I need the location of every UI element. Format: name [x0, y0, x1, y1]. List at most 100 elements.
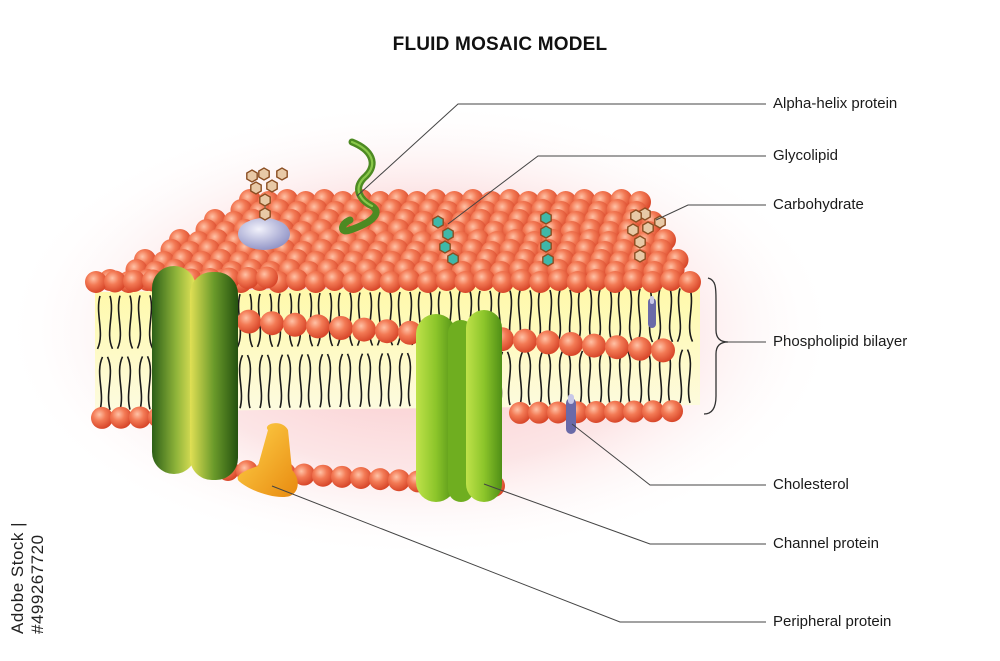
phospholipid-head [604, 400, 626, 423]
phospholipid-head [622, 269, 645, 291]
leader-glycolipid [447, 155, 766, 225]
carbohydrate-unit [259, 193, 271, 207]
lipid-tail [668, 288, 674, 343]
lipid-tail [348, 292, 354, 347]
phospholipid-head [435, 269, 458, 291]
phospholipid-head [350, 466, 372, 489]
lipid-tail [396, 291, 402, 346]
phospholipid-head [660, 269, 683, 291]
leader-peripheral [271, 485, 766, 623]
lipid-tail [366, 353, 372, 407]
carbohydrate-unit [246, 169, 258, 183]
lipid-tail [378, 353, 384, 407]
label-phospholipid-bilayer: Phospholipid bilayer [773, 333, 908, 350]
lipid-tail [578, 350, 584, 405]
lipid-tail [126, 356, 132, 410]
lipid-tail [258, 354, 264, 409]
lipid-tail [278, 354, 284, 408]
lipid-tail [386, 352, 392, 407]
lipid-tail [326, 353, 332, 408]
carbohydrate-unit [642, 221, 654, 235]
lipid-tail [98, 356, 104, 411]
lipid-tail [108, 295, 114, 350]
lipid-tail [376, 292, 382, 346]
lipid-tail [148, 295, 154, 349]
phospholipid-head [417, 271, 440, 293]
leader-channel [483, 483, 766, 545]
phospholipid-head [642, 400, 664, 423]
phospholipid-head [360, 269, 383, 291]
carbohydrate-unit [639, 207, 651, 221]
lipid-tail [398, 352, 404, 407]
carbohydrate-unit [542, 253, 554, 267]
phospholipid-head [454, 271, 477, 293]
lipid-tail [306, 353, 312, 408]
lipid-tail [526, 351, 532, 405]
lipid-tail [676, 288, 682, 343]
phospholipid-head [398, 269, 421, 291]
peripheral-protein [237, 423, 298, 498]
lipid-tail [128, 295, 134, 349]
phospholipid-head [306, 314, 330, 339]
carbohydrate-unit [634, 249, 646, 263]
carbohydrate-unit [259, 207, 271, 221]
phospholipid-head [566, 271, 589, 293]
alpha-helix-protein [339, 138, 380, 235]
carbohydrate-unit [540, 239, 552, 253]
phospholipid-head [342, 271, 365, 293]
lipid-tail [146, 355, 152, 410]
lipid-tail [538, 351, 544, 405]
phospholipid-head [473, 269, 496, 291]
lipid-tail [678, 349, 684, 404]
stock-watermark: Adobe Stock | #499267720 [8, 521, 47, 634]
leader-alpha-helix [356, 103, 766, 197]
carbohydrate-unit [258, 167, 270, 181]
lipid-tail [656, 288, 662, 343]
lipid-tail [138, 356, 144, 410]
lipid-tail [346, 353, 352, 408]
leader-cholesterol [571, 423, 766, 486]
phospholipid-head [623, 400, 645, 423]
glycolipid-chains [432, 211, 554, 267]
lipid-tail [358, 353, 364, 408]
phospholipid-head [91, 406, 113, 429]
phospholipid-head [548, 269, 571, 291]
lipid-tail [686, 349, 692, 404]
phospholipid-head [509, 401, 531, 424]
phospholipid-head [104, 270, 126, 293]
lipid-tail [626, 349, 632, 404]
lipid-tail [628, 288, 634, 343]
phospholipid-head [129, 406, 151, 429]
lipid-tail [246, 354, 252, 409]
phospholipid-head [237, 309, 261, 334]
phospholipid-head [604, 271, 627, 293]
lipid-tail [136, 295, 142, 349]
phospholipid-head [547, 401, 569, 424]
lipid-tail [106, 356, 112, 411]
phospholipid-head [331, 465, 353, 488]
phospholipid-head [304, 271, 327, 293]
phospholipid-head [323, 269, 346, 291]
carbohydrate-unit [442, 227, 454, 241]
phospholipid-head [585, 400, 607, 423]
carbohydrate-chain-left [246, 167, 288, 221]
phospholipid-head [529, 271, 552, 293]
carbohydrate-unit [447, 252, 459, 266]
lipid-tail [328, 292, 334, 347]
lipid-tail [266, 354, 272, 409]
lipid-tail [518, 351, 524, 406]
phospholipid-head [628, 336, 652, 361]
phospholipid-head [661, 400, 683, 423]
carbohydrate-unit [540, 225, 552, 239]
phospholipid-head [352, 317, 376, 342]
lipid-tail [338, 353, 344, 408]
leader-lines [271, 103, 766, 623]
phospholipid-head [510, 269, 533, 291]
phospholipid-head [256, 266, 278, 289]
carbohydrate-unit [540, 211, 552, 225]
phospholipid-head [329, 316, 353, 340]
carbohydrate-unit [627, 223, 639, 237]
phospholipid-head [605, 335, 629, 360]
phospholipid-head [528, 401, 550, 424]
